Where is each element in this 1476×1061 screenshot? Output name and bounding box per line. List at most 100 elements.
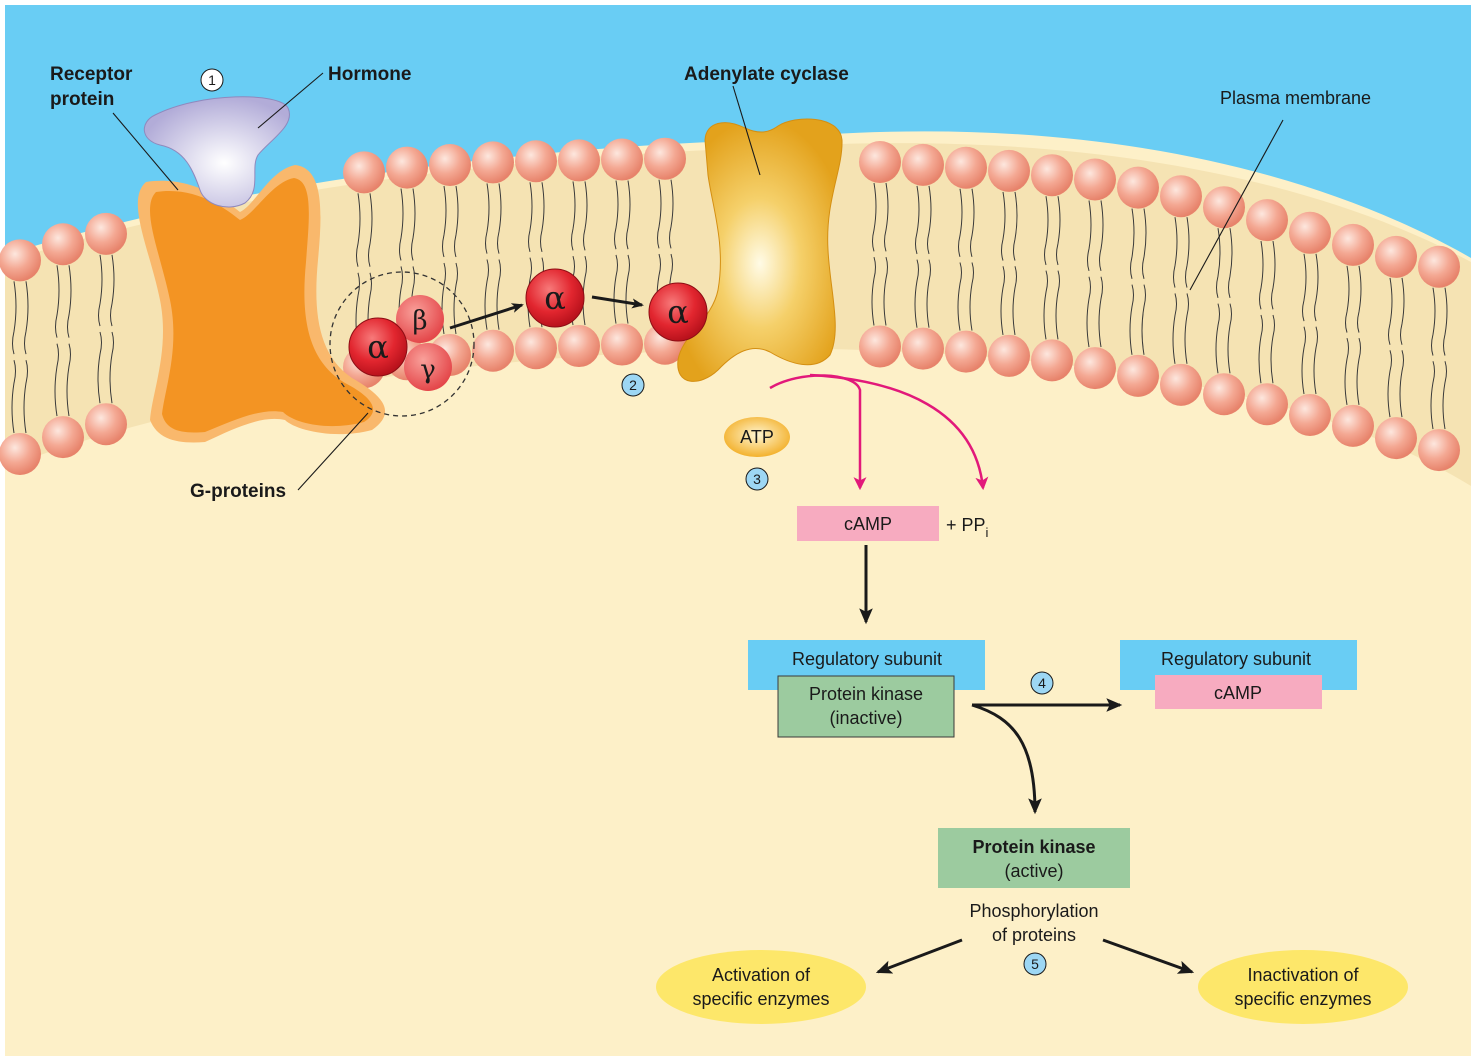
fatty-acid-tail xyxy=(583,181,588,251)
fatty-acid-tail xyxy=(915,185,920,255)
leader-lines xyxy=(112,72,1284,491)
fatty-acid-tail xyxy=(1013,191,1018,261)
fatty-acid-tail xyxy=(914,259,919,328)
fatty-acid-tail xyxy=(1087,200,1092,272)
alpha-symbol: α xyxy=(367,328,389,366)
phospholipid-head xyxy=(1031,339,1073,382)
phospholipid-head xyxy=(429,144,471,186)
fatty-acid-tail xyxy=(1258,314,1263,384)
camp-label: cAMP xyxy=(844,514,892,534)
phospholipid-head xyxy=(1246,383,1288,426)
fatty-acid-tail xyxy=(11,360,16,434)
fatty-acid-tail xyxy=(1388,277,1393,345)
fatty-acid-tail xyxy=(571,181,576,251)
phospholipid-head xyxy=(1375,235,1417,278)
phospholipid-head xyxy=(1332,223,1374,266)
fatty-acid-tail xyxy=(958,188,963,257)
fatty-acid-tail xyxy=(657,179,662,249)
protein-kinase-inactive-label: Protein kinase xyxy=(809,684,923,704)
fatty-acid-tail xyxy=(1215,303,1220,374)
phospholipid-head xyxy=(601,323,643,366)
fatty-acid-tail xyxy=(54,343,59,417)
fatty-acid-tail xyxy=(1012,266,1017,335)
phospholipid-head xyxy=(644,137,686,180)
fatty-acid-tail xyxy=(12,281,17,355)
phospholipid-head xyxy=(343,151,385,194)
phospholipid-head xyxy=(1160,363,1202,406)
fatty-acid-tail xyxy=(67,265,72,338)
step-marker-3: 3 xyxy=(745,467,769,491)
svg-text:1: 1 xyxy=(208,72,216,88)
inactivation-label: Inactivation of xyxy=(1247,965,1359,985)
phospholipid-head xyxy=(1160,175,1202,218)
step-marker-1: 1 xyxy=(200,68,224,92)
protein-kinase-active-box xyxy=(938,828,1130,888)
phospholipid-head xyxy=(558,139,600,182)
fatty-acid-tail xyxy=(1399,350,1404,418)
fatty-acid-tail xyxy=(926,259,931,328)
fatty-acid-tail xyxy=(1259,241,1264,310)
phospholipid-head xyxy=(1289,211,1331,254)
fatty-acid-tail xyxy=(1173,217,1178,288)
fatty-acid-tail xyxy=(1056,196,1061,266)
receptor-protein xyxy=(137,165,386,443)
protein-kinase-inactive-state: (inactive) xyxy=(829,708,902,728)
fatty-acid-tail xyxy=(1044,196,1049,266)
fatty-acid-tail xyxy=(23,360,28,434)
alpha-binding-arrow xyxy=(591,295,644,309)
fatty-acid-tail xyxy=(497,183,502,254)
hormone-molecule xyxy=(143,96,290,208)
fatty-acid-tail xyxy=(1227,303,1232,374)
fatty-acid-tail xyxy=(55,265,60,338)
regulatory-subunit-label-left: Regulatory subunit xyxy=(792,649,942,669)
fatty-acid-tail xyxy=(626,180,631,250)
phospholipid-head xyxy=(1203,373,1245,416)
step-marker-2: 2 xyxy=(621,373,645,397)
fatty-acid-tail xyxy=(399,188,404,261)
regulatory-subunit-label-right: Regulatory subunit xyxy=(1161,649,1311,669)
camp-bound-box xyxy=(1155,675,1322,709)
phosphorylation-label-line2: of proteins xyxy=(992,925,1076,945)
fatty-acid-tail xyxy=(1142,208,1147,279)
phospholipid-head xyxy=(0,239,41,282)
fatty-acid-tail xyxy=(1216,228,1221,298)
phospholipid-head xyxy=(472,141,514,184)
fatty-acid-tail xyxy=(1172,293,1177,364)
fatty-acid-tail xyxy=(1430,361,1435,430)
svg-text:3: 3 xyxy=(753,471,761,487)
phospholipid-head xyxy=(0,433,41,475)
phospholipid-head xyxy=(902,327,944,370)
camp-bound-label: cAMP xyxy=(1214,683,1262,703)
activation-ellipse xyxy=(656,950,866,1024)
fatty-acid-tail xyxy=(1443,287,1448,356)
beta-symbol: β xyxy=(412,306,427,336)
svg-text:5: 5 xyxy=(1031,956,1039,972)
phospholipid-head xyxy=(601,138,643,181)
protein-kinase-inactive-box xyxy=(777,675,955,738)
phospholipid-heads-inner xyxy=(0,322,1460,475)
fatty-acid-tail xyxy=(884,182,889,252)
phospholipid-head xyxy=(515,140,557,183)
fatty-acid-tail xyxy=(614,180,619,250)
fatty-acid-tail xyxy=(485,183,490,254)
phospholipid-head xyxy=(1375,417,1417,460)
fatty-acid-tail xyxy=(1185,217,1190,288)
phospholipid-head xyxy=(386,146,428,189)
fatty-acid-tail xyxy=(528,182,533,252)
alpha-symbol: α xyxy=(544,279,566,317)
phospholipid-head xyxy=(1418,429,1460,472)
fatty-acid-tail xyxy=(368,193,373,267)
svg-text:4: 4 xyxy=(1038,675,1046,691)
g-protein-complex-outline xyxy=(329,271,475,417)
activation-label: Activation of xyxy=(712,965,811,985)
phospholipid-head xyxy=(515,327,557,370)
alpha-symbol: α xyxy=(667,293,689,331)
fatty-acid-tail xyxy=(872,182,877,252)
phospholipid-head xyxy=(1074,347,1116,390)
fatty-acid-tails xyxy=(11,179,1448,434)
phospholipid-head xyxy=(945,146,987,189)
fatty-acid-tail xyxy=(24,281,29,355)
fatty-acid-tail xyxy=(970,188,975,257)
phospholipid-head xyxy=(1074,158,1116,201)
